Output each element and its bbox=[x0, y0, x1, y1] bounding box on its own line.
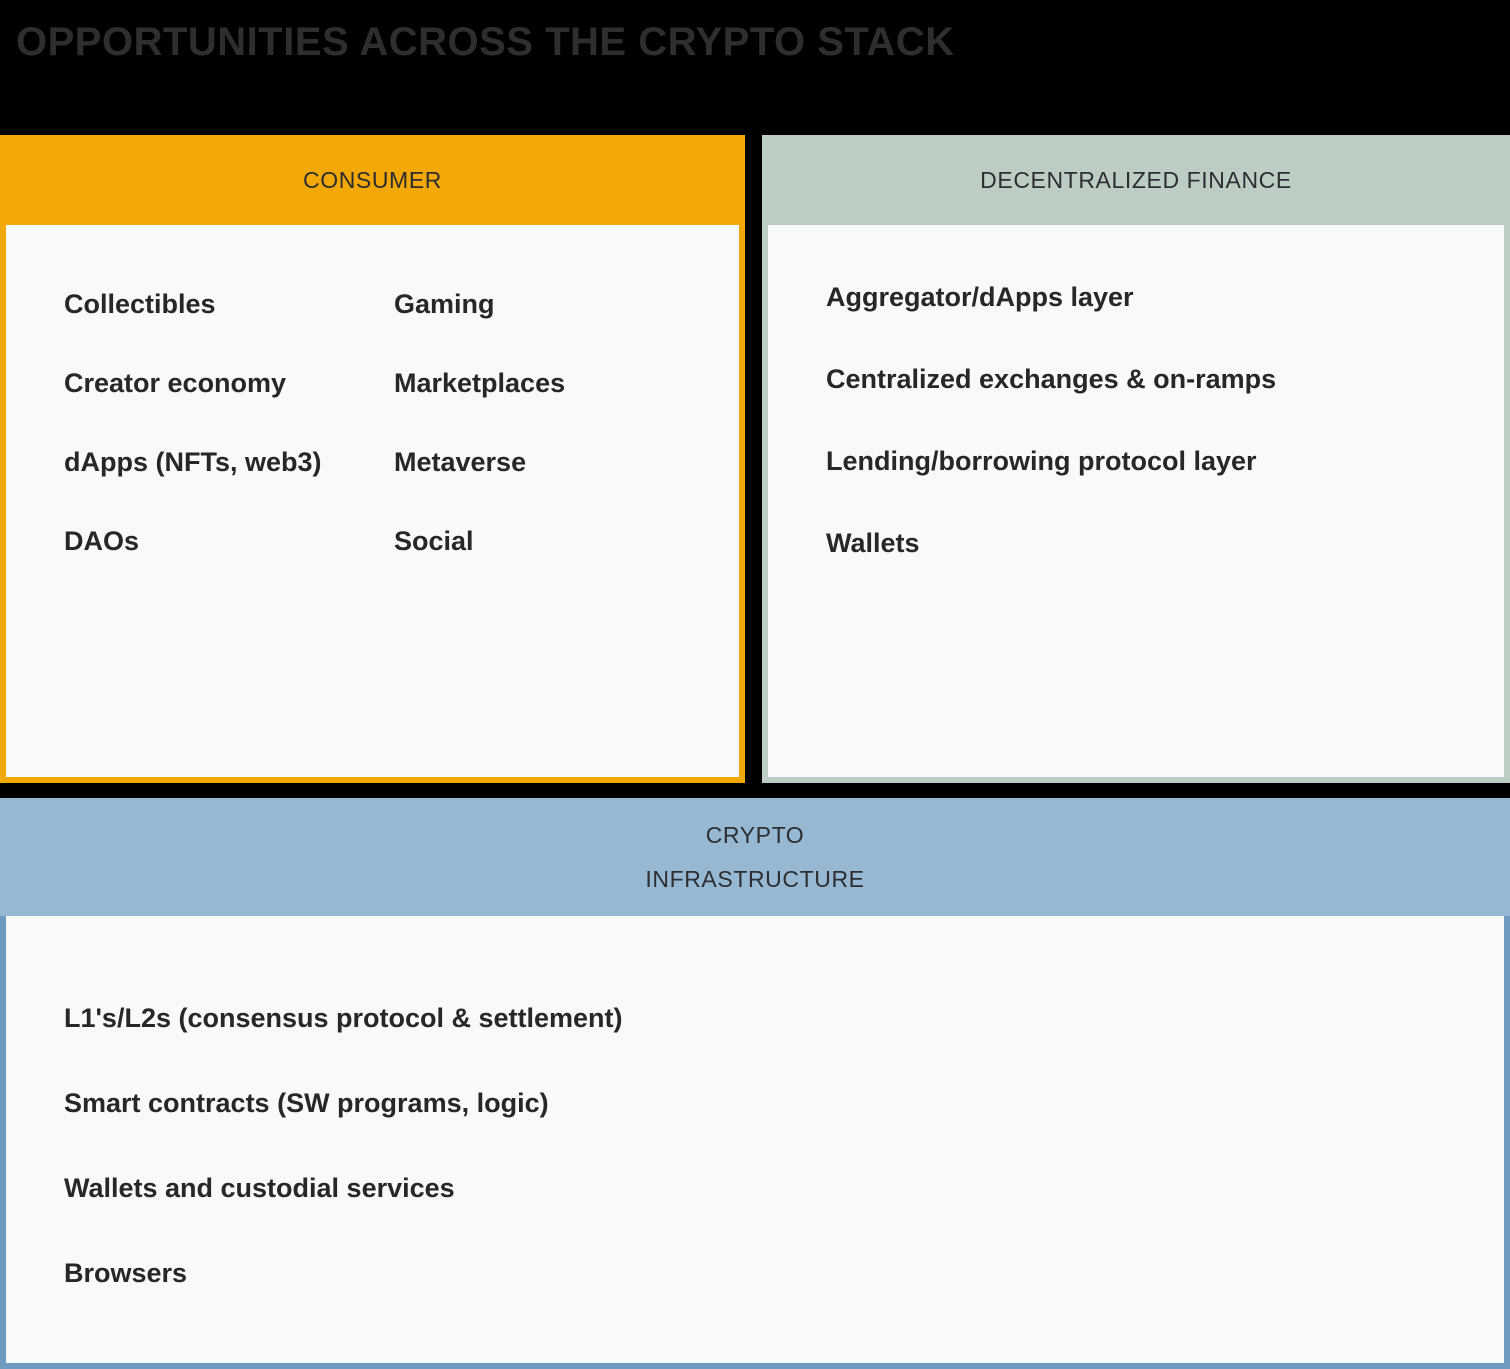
decentralized-finance-item-list: Aggregator/dApps layer Centralized excha… bbox=[826, 280, 1466, 608]
crypto-infrastructure-header-label-line2: INFRASTRUCTURE bbox=[645, 866, 865, 892]
list-item: Browsers bbox=[64, 1258, 188, 1288]
list-item: Collectibles bbox=[64, 289, 216, 319]
page-title: OPPORTUNITIES ACROSS THE CRYPTO STACK bbox=[16, 20, 955, 64]
list-item: dApps (NFTs, web3) bbox=[64, 447, 322, 477]
list-item: Creator economy bbox=[64, 368, 287, 398]
crypto-infrastructure-panel-header: CRYPTO INFRASTRUCTURE bbox=[0, 798, 1510, 916]
list-item: Wallets bbox=[826, 528, 920, 558]
list-item: Lending/borrowing protocol layer bbox=[826, 446, 1257, 476]
list-item: Social bbox=[394, 526, 474, 556]
list-item: Gaming bbox=[394, 289, 495, 319]
crypto-infrastructure-item-list: L1's/L2s (consensus protocol & settlemen… bbox=[64, 1001, 1444, 1341]
decentralized-finance-panel-body: Aggregator/dApps layer Centralized excha… bbox=[762, 225, 1510, 783]
list-item: Metaverse bbox=[394, 447, 527, 477]
list-item: Wallets and custodial services bbox=[64, 1173, 455, 1203]
consumer-panel-header: CONSUMER bbox=[0, 135, 745, 225]
list-item: Centralized exchanges & on-ramps bbox=[826, 364, 1277, 394]
list-item: DAOs bbox=[64, 526, 140, 556]
list-item: L1's/L2s (consensus protocol & settlemen… bbox=[64, 1003, 623, 1033]
consumer-panel-body: Collectibles Creator economy dApps (NFTs… bbox=[0, 225, 745, 783]
crypto-infrastructure-panel-body: L1's/L2s (consensus protocol & settlemen… bbox=[0, 916, 1510, 1369]
consumer-header-label: CONSUMER bbox=[303, 166, 442, 193]
consumer-column-right: Gaming Marketplaces Metaverse Social bbox=[394, 287, 724, 603]
decentralized-finance-panel-header: DECENTRALIZED FINANCE bbox=[762, 135, 1510, 225]
consumer-column-left: Collectibles Creator economy dApps (NFTs… bbox=[64, 287, 394, 603]
decentralized-finance-header-label: DECENTRALIZED FINANCE bbox=[980, 166, 1292, 193]
consumer-item-columns: Collectibles Creator economy dApps (NFTs… bbox=[64, 287, 724, 603]
list-item: Marketplaces bbox=[394, 368, 566, 398]
list-item: Smart contracts (SW programs, logic) bbox=[64, 1088, 549, 1118]
crypto-infrastructure-header-label-line1: CRYPTO bbox=[705, 822, 805, 848]
list-item: Aggregator/dApps layer bbox=[826, 282, 1134, 312]
